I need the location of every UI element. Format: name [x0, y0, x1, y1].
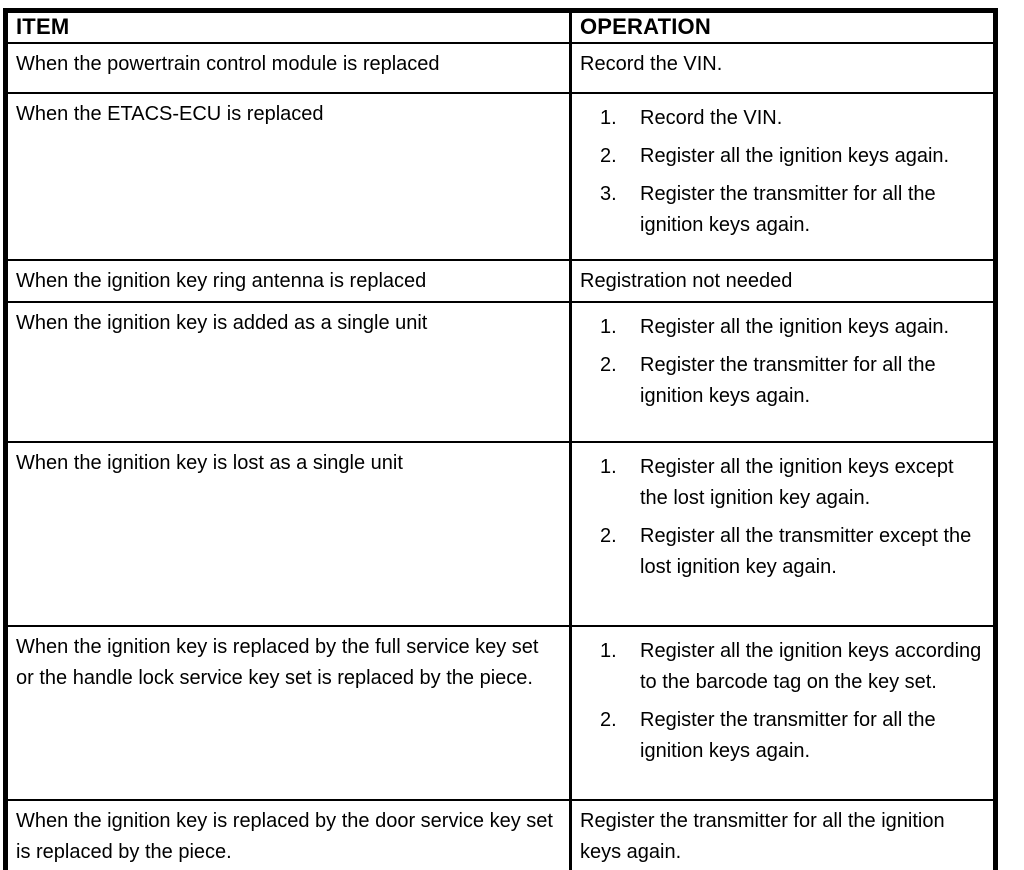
item-cell: When the ignition key is lost as a singl…: [4, 441, 572, 627]
operation-text: Registration not needed: [580, 270, 793, 292]
registration-operations-table: ITEM OPERATION When the powertrain contr…: [3, 8, 998, 870]
item-cell: When the powertrain control module is re…: [4, 42, 572, 94]
table-row: When the ignition key is lost as a singl…: [4, 441, 997, 627]
step-text: Record the VIN.: [640, 107, 783, 129]
step-text: Register all the ignition keys again.: [640, 145, 950, 167]
operation-step: 1. Register all the ignition keys again.: [600, 312, 985, 343]
step-number: 2.: [600, 145, 617, 167]
step-number: 1.: [600, 456, 617, 478]
operation-cell: 1. Record the VIN. 2. Register all the igni…: [569, 92, 997, 261]
table-row: When the ignition key is replaced by the…: [4, 625, 997, 801]
item-cell: When the ignition key ring antenna is re…: [4, 259, 572, 303]
item-cell: When the ignition key is added as a sing…: [4, 301, 572, 443]
operation-text: Record the VIN.: [580, 53, 723, 75]
operation-step-list: 1. Register all the ignition keys except …: [580, 448, 985, 583]
step-number: 2.: [600, 709, 617, 731]
step-text: Register all the transmitter except the …: [640, 525, 972, 578]
step-text: Register the transmitter for all the ign…: [640, 183, 936, 236]
operation-step: 1. Register all the ignition keys accordi…: [600, 636, 985, 698]
item-cell: When the ETACS-ECU is replaced: [4, 92, 572, 261]
step-text: Register all the ignition keys except th…: [640, 456, 954, 509]
operation-step: 2. Register all the ignition keys again.: [600, 141, 985, 172]
table-row: When the ignition key ring antenna is re…: [4, 259, 997, 303]
operation-cell: 1. Register all the ignition keys again. 2…: [569, 301, 997, 443]
operation-cell: Registration not needed: [569, 259, 997, 303]
operation-cell: Register the transmitter for all the ign…: [569, 799, 997, 870]
item-column-header: ITEM: [4, 9, 572, 44]
header-row: ITEM OPERATION: [4, 9, 997, 44]
step-number: 1.: [600, 640, 617, 662]
step-text: Register all the ignition keys according…: [640, 640, 982, 693]
operation-step: 1. Register all the ignition keys except …: [600, 452, 985, 514]
operation-step: 3. Register the transmitter for all the i…: [600, 179, 985, 241]
step-text: Register the transmitter for all the ign…: [640, 709, 936, 762]
operation-cell: Record the VIN.: [569, 42, 997, 94]
step-number: 2.: [600, 354, 617, 376]
operation-step-list: 1. Record the VIN. 2. Register all the igni…: [580, 99, 985, 241]
step-text: Register the transmitter for all the ign…: [640, 354, 936, 407]
operation-step: 2. Register all the transmitter except th…: [600, 521, 985, 583]
step-number: 1.: [600, 316, 617, 338]
operation-step-list: 1. Register all the ignition keys again. 2…: [580, 308, 985, 412]
operation-step-list: 1. Register all the ignition keys accordi…: [580, 632, 985, 767]
operation-step: 2. Register the transmitter for all the i…: [600, 705, 985, 767]
operation-cell: 1. Register all the ignition keys except …: [569, 441, 997, 627]
table-row: When the ETACS-ECU is replaced 1. Record …: [4, 92, 997, 261]
operation-cell: 1. Register all the ignition keys accordi…: [569, 625, 997, 801]
table-row: When the ignition key is added as a sing…: [4, 301, 997, 443]
table-row: When the ignition key is replaced by the…: [4, 799, 997, 870]
operation-text: Register the transmitter for all the ign…: [580, 810, 945, 863]
item-cell: When the ignition key is replaced by the…: [4, 625, 572, 801]
step-number: 3.: [600, 183, 617, 205]
table-body: When the powertrain control module is re…: [4, 42, 997, 870]
operation-step: 1. Record the VIN.: [600, 103, 985, 134]
table-header: ITEM OPERATION: [4, 9, 997, 44]
operation-step: 2. Register the transmitter for all the i…: [600, 350, 985, 412]
step-text: Register all the ignition keys again.: [640, 316, 950, 338]
step-number: 2.: [600, 525, 617, 547]
item-cell: When the ignition key is replaced by the…: [4, 799, 572, 870]
table-row: When the powertrain control module is re…: [4, 42, 997, 94]
operation-column-header: OPERATION: [569, 9, 997, 44]
step-number: 1.: [600, 107, 617, 129]
